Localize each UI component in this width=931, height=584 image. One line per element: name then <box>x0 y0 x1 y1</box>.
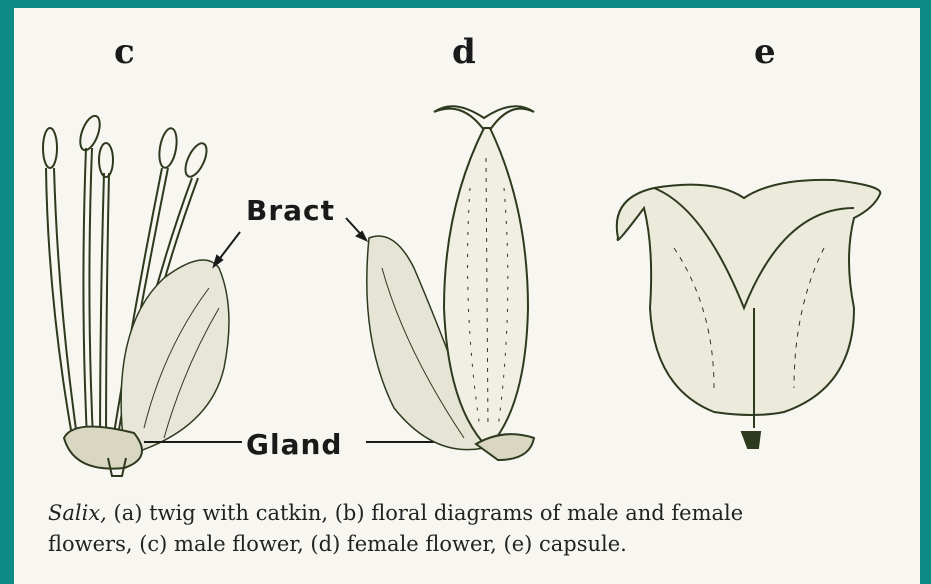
female-flower-drawing <box>367 106 534 460</box>
panel-label-e: e <box>754 32 776 72</box>
figure-caption: Salix, (a) twig with catkin, (b) floral … <box>48 498 908 560</box>
capsule-drawing <box>617 180 881 448</box>
panel-label-d: d <box>452 32 476 72</box>
panel-label-c: c <box>114 32 135 72</box>
caption-line2: flowers, (c) male flower, (d) female flo… <box>48 532 627 556</box>
caption-genus: Salix, <box>48 501 107 525</box>
male-flower-drawing <box>43 113 229 476</box>
gland-label: Gland <box>246 428 342 461</box>
caption-line1: (a) twig with catkin, (b) floral diagram… <box>107 501 743 525</box>
bract-label: Bract <box>246 194 335 227</box>
figure-panel: c d e Bract Gland Salix, (a) twig with c… <box>14 8 920 584</box>
botanical-illustration <box>14 8 920 488</box>
